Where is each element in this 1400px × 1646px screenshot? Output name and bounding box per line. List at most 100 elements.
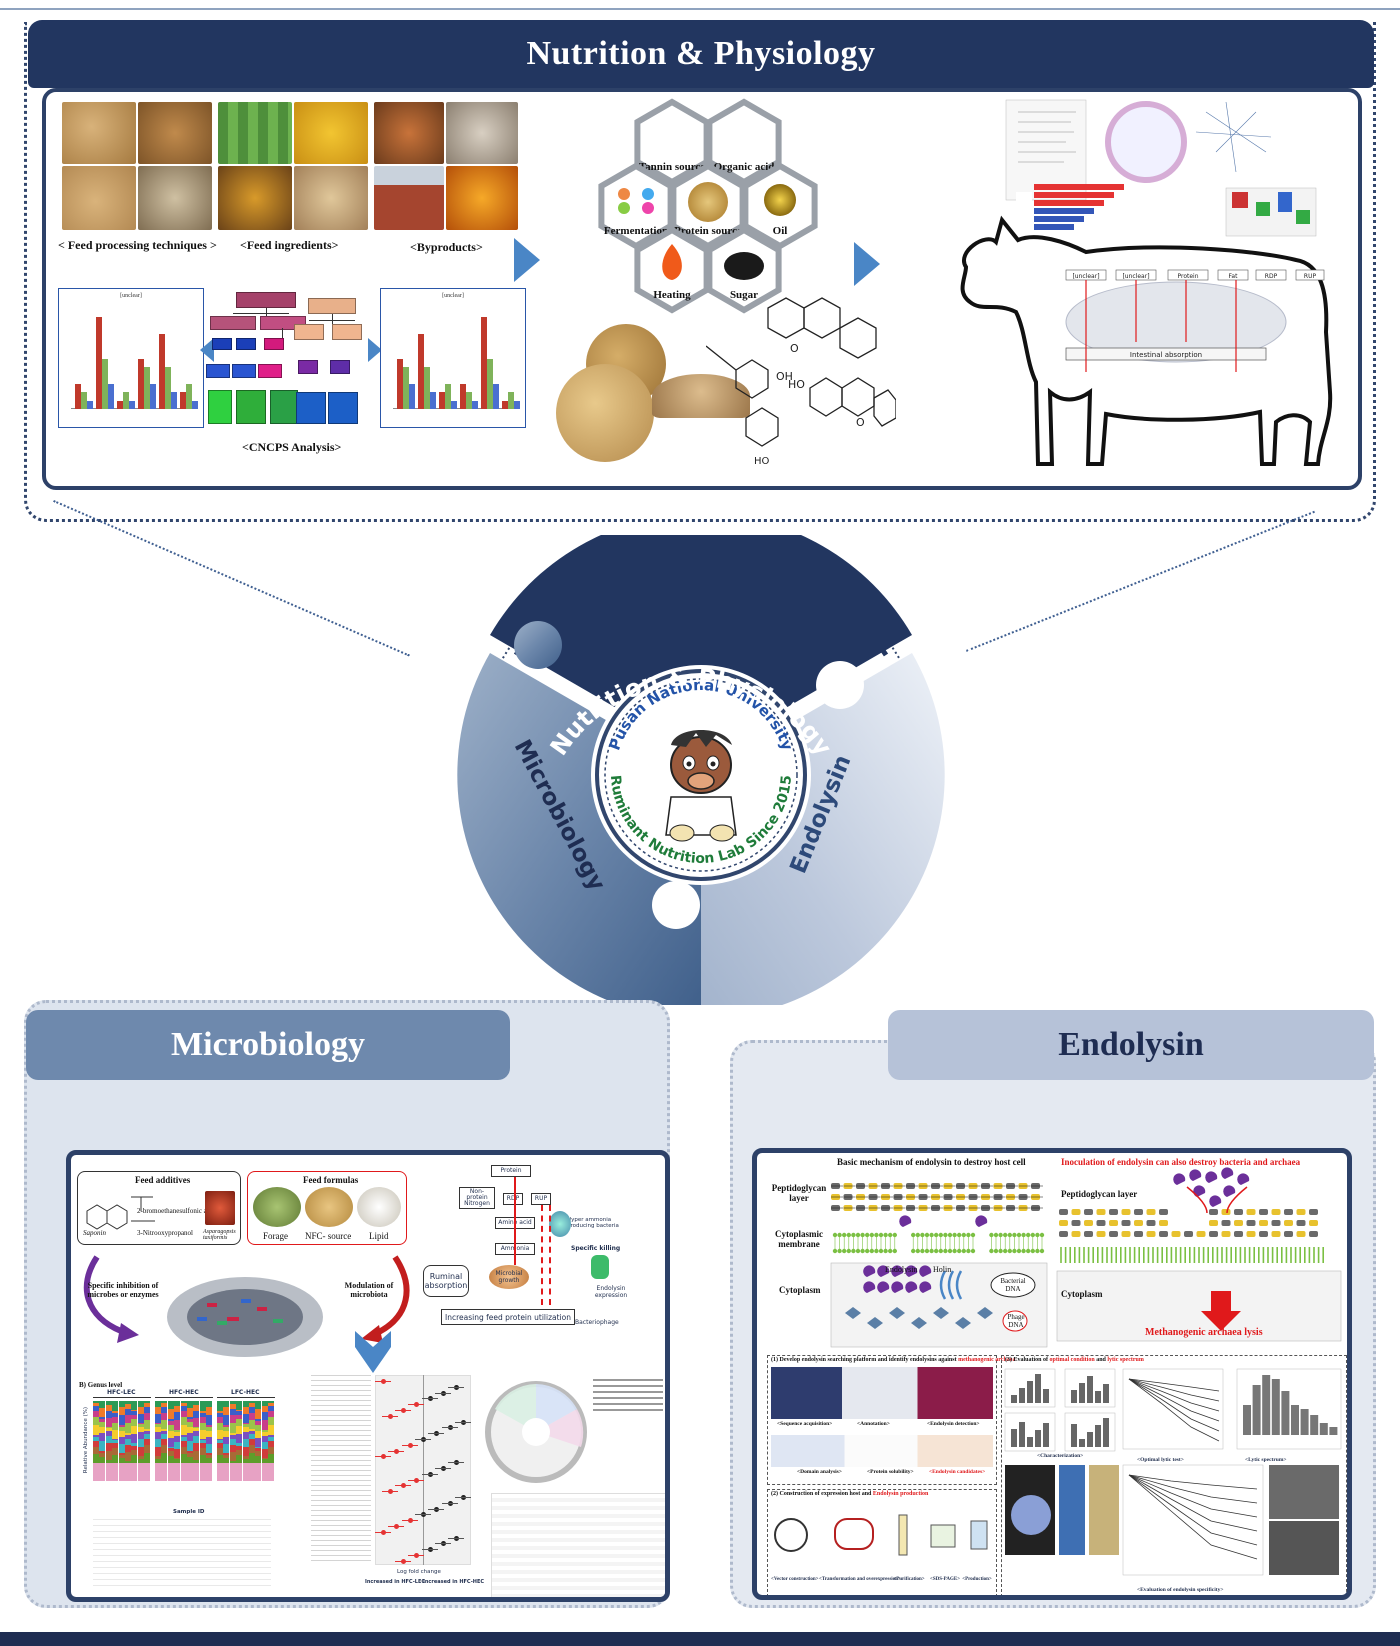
peptidoglycan-unit [1059,1220,1068,1226]
genus-bar [206,1401,213,1481]
genus-bar [174,1401,181,1481]
specificity-line [1128,1474,1258,1532]
endolysin-icon [1221,1167,1234,1179]
membrane-lipid [920,1248,925,1254]
membrane-lipid [1030,1232,1035,1238]
membrane-lipid [860,1232,865,1238]
genus-bar [187,1401,193,1481]
endolysin-icon [1223,1185,1236,1197]
membrane-lipid [878,1232,884,1238]
phage-dna-icon [1002,1310,1028,1332]
step3-label: <Optimal lytic test> [1137,1457,1184,1463]
lfc-left: Increased in HFC-LEC [365,1579,426,1585]
powder-3 [652,374,750,418]
microbial-growth: Microbial growth [489,1265,529,1289]
lytic-spectrum-bar [1271,1379,1280,1435]
genus-bar [255,1401,262,1481]
arrow-right-icon [514,238,540,282]
peptidoglycan-unit [1146,1220,1156,1226]
lfc-whisker [395,1410,411,1411]
membrane-lipid [832,1232,838,1238]
cncps-chart-right: [unclear] [380,288,526,428]
additive-saponin: Saponin [83,1229,106,1237]
peptidoglycan-unit [1096,1231,1106,1237]
figure-thumb-network [1195,101,1272,173]
membrane-lipid [874,1232,879,1238]
peptidoglycan-unit [1159,1209,1168,1215]
basic-mechanism: Basic mechanism of endolysin to destroy … [837,1157,1026,1167]
heatmap-table [491,1493,665,1597]
peptidoglycan-unit [1146,1231,1156,1237]
characterization-bar [1027,1381,1033,1403]
step2-label: <Production> [962,1577,992,1582]
peptidoglycan-unit [1059,1209,1068,1215]
membrane-lipid [915,1248,920,1254]
membrane-lipid [924,1248,930,1254]
endolysin-icon [905,1265,918,1277]
lfc-whisker [421,1398,438,1400]
lfc-whisker [428,1508,445,1510]
cow-diagram-box-label: Protein [1177,273,1198,280]
label-phage-dna: Phage DNA [1007,1313,1025,1329]
peptidoglycan-unit [1234,1231,1243,1237]
cncps-chart-right-title: [unclear] [442,293,464,299]
bacteriophage: Bacteriophage [575,1319,619,1326]
peptidoglycan-unit [1284,1220,1293,1226]
lytic-spectrum-bar [1300,1409,1309,1435]
cow-diagram-box-label: Fat [1229,273,1239,280]
lfc-right: Increased in HFC-HEC [423,1579,485,1585]
membrane-lipid [961,1248,966,1254]
specificity-line [1128,1474,1258,1546]
genus-bar [193,1401,200,1481]
endolysin-icon [1237,1173,1250,1185]
microbiology-panel: Feed additives Saponin 2-bromoethanesulf… [66,1150,670,1602]
characterization-bar [1103,1418,1109,1447]
peptidoglycan-unit [1159,1231,1168,1237]
peptidoglycan-unit [1296,1209,1306,1215]
sem-image-2 [1269,1521,1339,1575]
flow-box: RDP [503,1193,523,1205]
cncps-bar [171,392,177,409]
endolysin-header: Endolysin [888,1010,1374,1080]
endolysin-icon [863,1281,876,1293]
phage-icon [845,1307,861,1319]
caption-byproducts: <Byproducts> [410,240,483,254]
holin-icon [939,1270,947,1300]
step3-label: <Lytic spectrum> [1245,1457,1287,1463]
endolysin-icon [899,1215,912,1227]
lfc-whisker [388,1450,405,1452]
lytic-spectrum-bar [1329,1427,1338,1435]
cncps-tree-node [330,360,350,374]
membrane-lipid [1026,1232,1031,1238]
holin-icon [955,1270,963,1300]
membrane-lipid [1003,1248,1008,1254]
cow-diagram-box-label: RDP [1265,273,1278,280]
endolysin-icon [1193,1185,1206,1197]
endolysin-icon [1209,1195,1222,1207]
mascot-icon [665,730,737,842]
characterization-bar [1079,1439,1085,1447]
membrane-lipid [888,1232,893,1238]
genus-title: B) Genus level [79,1381,123,1389]
membrane-lipid [943,1232,948,1238]
inoculation-text: Inoculation of endolysin can also destro… [1061,1157,1301,1167]
endolysin-icon [919,1281,932,1293]
feed-additives-box [77,1171,241,1245]
membrane-lipid [998,1232,1003,1238]
membrane-lipid [1030,1248,1035,1254]
characterization-bar [1043,1423,1049,1447]
characterization-bar [1043,1389,1049,1403]
membrane-lipid [961,1232,966,1238]
oil-icon [764,184,796,216]
genus-group-bracket [93,1397,151,1398]
peptidoglycan-unit [1134,1220,1143,1226]
cncps-tree-node [328,392,358,424]
intestinal-box [1065,347,1267,361]
formula-lipid: Lipid [369,1231,389,1241]
bottom-bar [0,1632,1400,1646]
flame-icon [662,244,682,280]
lytic-spectrum-bar [1243,1405,1251,1435]
peptidoglycan-unit [1084,1220,1093,1226]
membrane-lipid [865,1232,870,1238]
membrane-lipid [846,1232,851,1238]
